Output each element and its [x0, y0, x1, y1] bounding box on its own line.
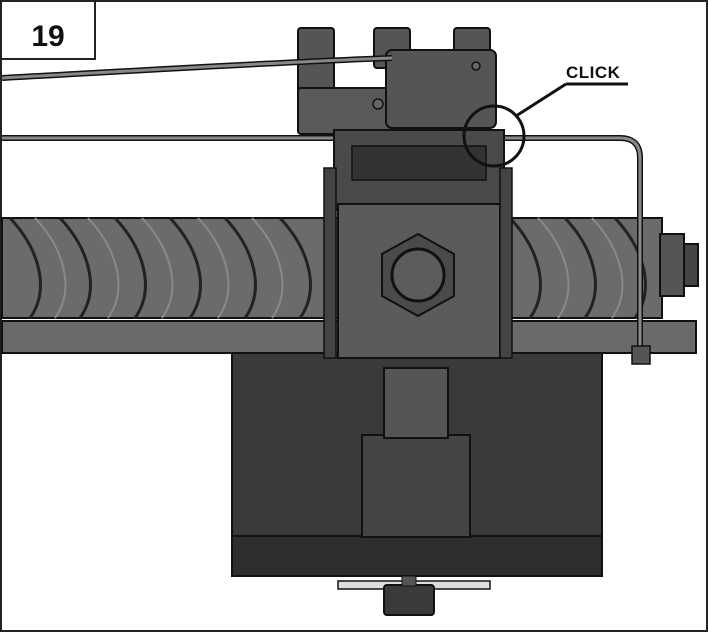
motor-housing [231, 349, 603, 616]
callout-marker [462, 82, 628, 168]
hex-nut [381, 232, 455, 318]
step-number-box [0, 0, 96, 60]
step-number: 19 [31, 20, 65, 53]
bracket-rod [2, 135, 651, 365]
callout-label: CLICK [566, 63, 621, 82]
microswitch [1, 27, 497, 135]
carriage-block [323, 129, 513, 359]
